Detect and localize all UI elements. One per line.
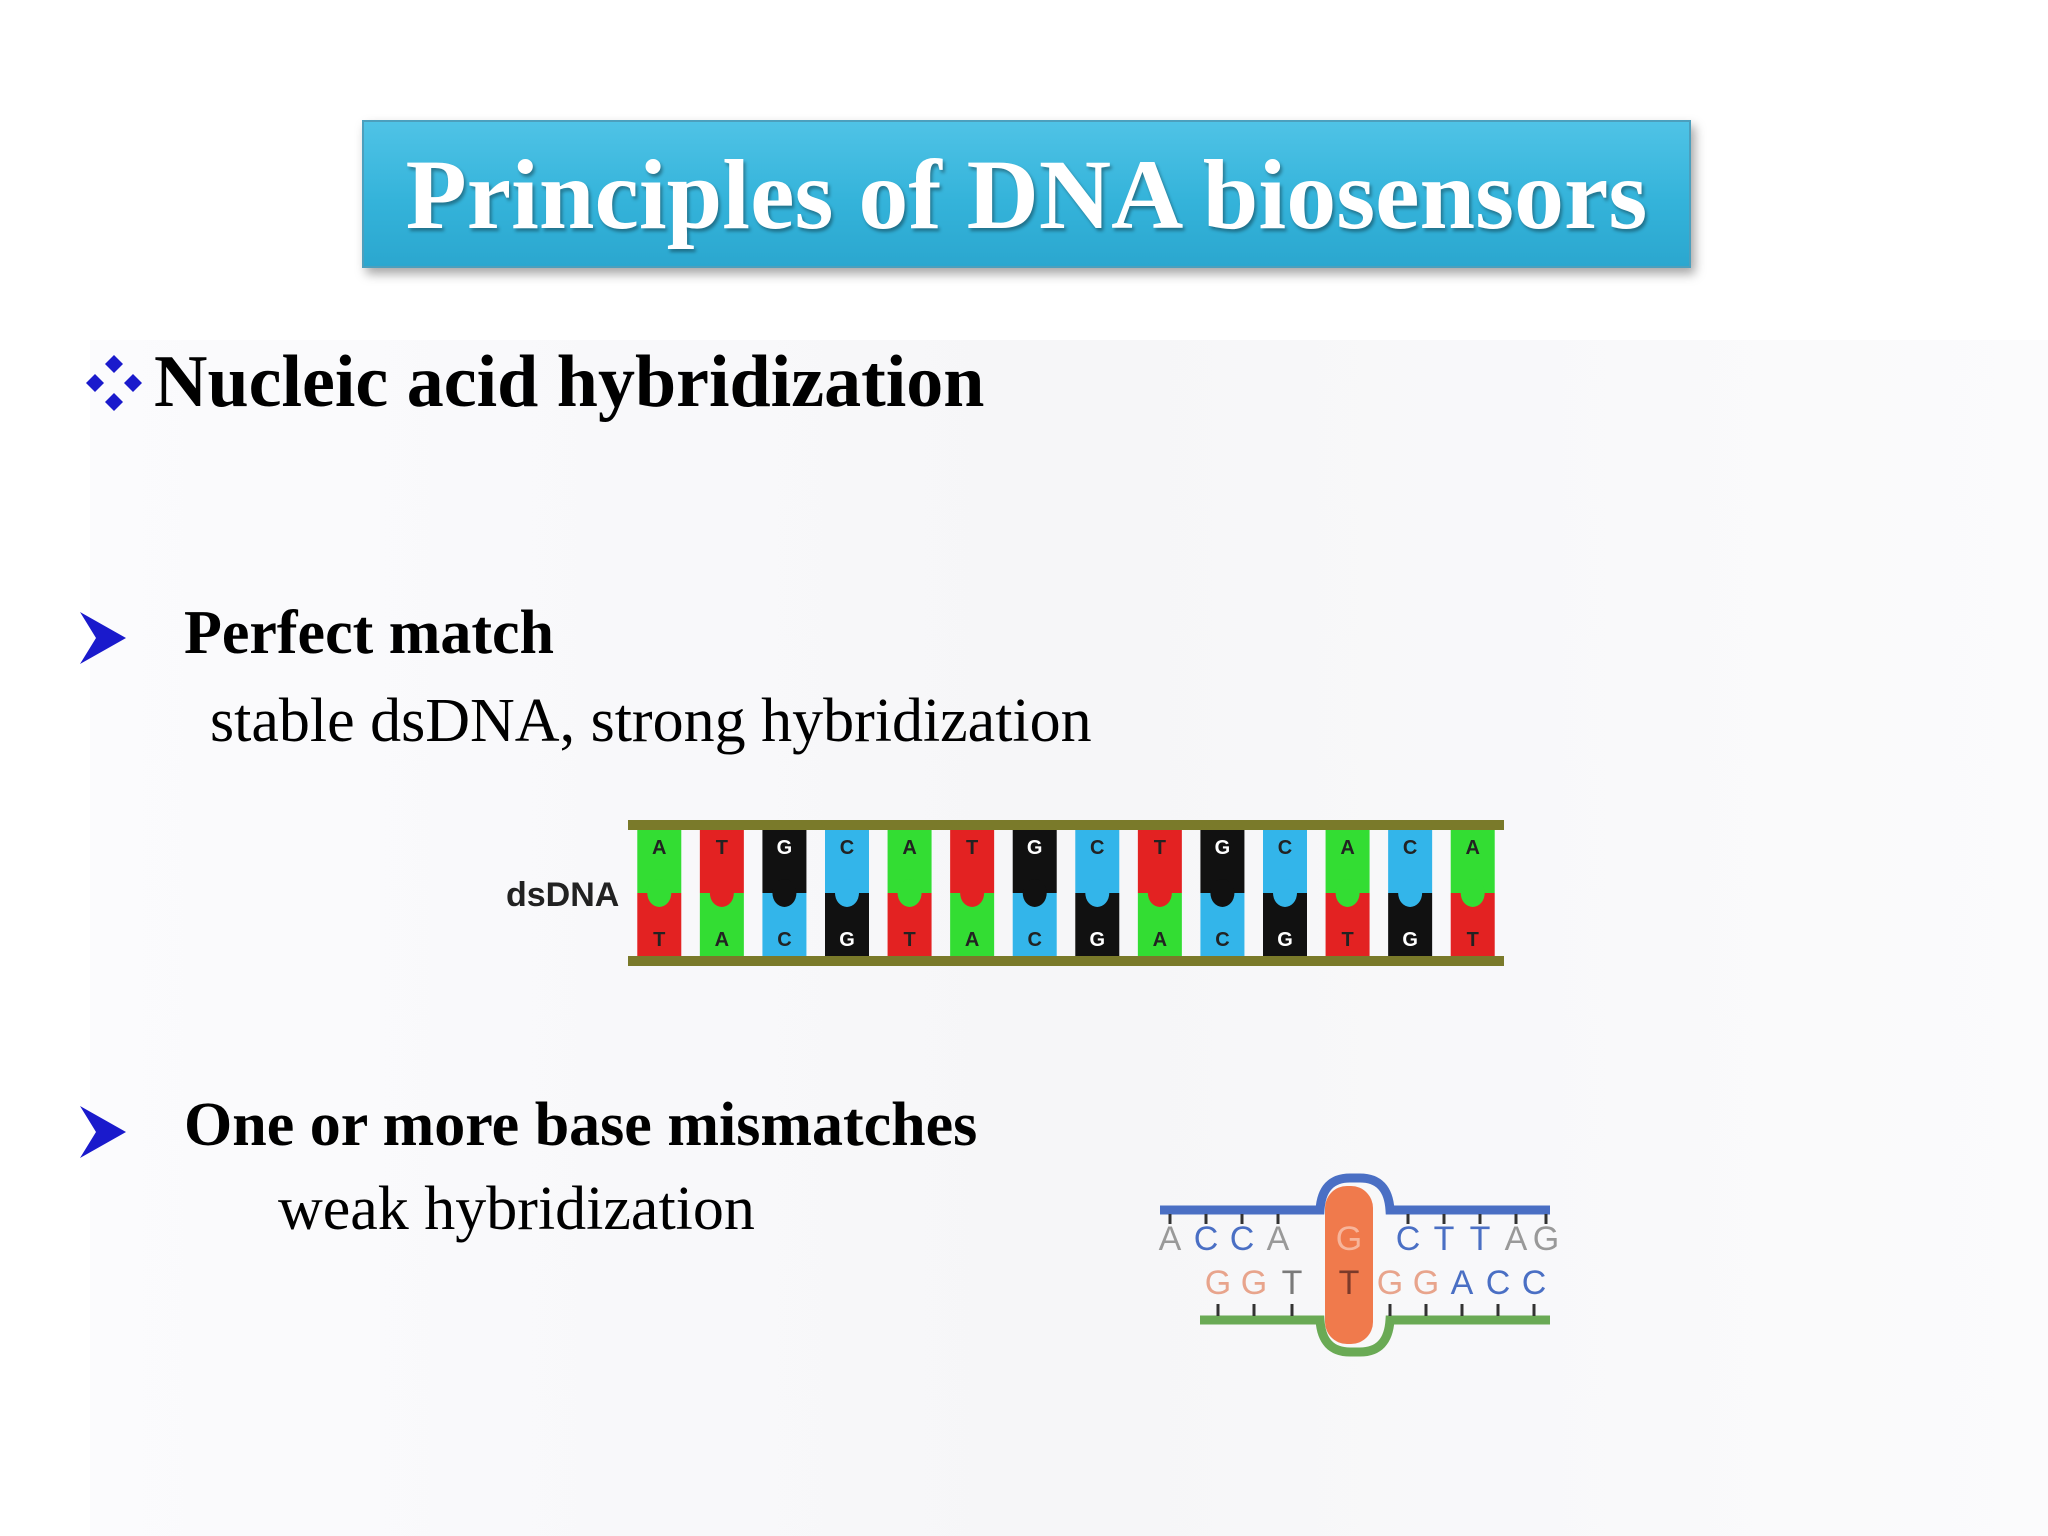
mismatch-top-letter-7: T — [1470, 1220, 1491, 1258]
base-letter-top-6: G — [1027, 837, 1043, 859]
base-letter-bottom-1: A — [715, 929, 729, 951]
mismatch-bottom-letter-2: T — [1282, 1264, 1303, 1302]
mismatch-top-letter-4: G — [1336, 1220, 1362, 1258]
base-pair-notch-4 — [897, 879, 922, 907]
arrowhead-icon — [80, 612, 126, 664]
dsdna-label: dsDNA — [506, 876, 620, 914]
base-letter-top-8: T — [1154, 837, 1166, 859]
base-pair-notch-7 — [1085, 879, 1110, 907]
heading-row: Nucleic acid hybridization — [78, 340, 984, 425]
base-pair-notch-11 — [1335, 879, 1360, 907]
top-backbone — [628, 820, 1504, 830]
base-letter-top-12: C — [1403, 837, 1417, 859]
title-banner: Principles of DNA biosensors — [362, 120, 1691, 268]
base-letter-top-11: A — [1340, 837, 1354, 859]
base-letter-top-0: A — [652, 837, 666, 859]
base-letter-top-10: C — [1278, 837, 1292, 859]
base-letter-bottom-0: T — [653, 929, 665, 951]
base-letter-top-13: A — [1465, 837, 1479, 859]
base-pairs: A T T A G C C G A T T A G C C G T A G C C G A T C G A T — [637, 830, 1495, 956]
base-letter-top-1: T — [716, 837, 728, 859]
strand-ticks — [1168, 1214, 1548, 1316]
base-pair-notch-8 — [1147, 879, 1172, 907]
base-pair-notch-3 — [835, 879, 859, 907]
mismatch-bottom-letter-6: A — [1451, 1264, 1474, 1302]
bottom-backbone — [628, 956, 1504, 966]
base-pair-notch-12 — [1398, 879, 1423, 907]
bullet-title-mismatch: One or more base mismatches — [184, 1091, 978, 1159]
base-pair-notch-5 — [960, 879, 985, 907]
section-heading: Nucleic acid hybridization — [154, 341, 985, 423]
mismatch-bottom-letter-8: C — [1522, 1264, 1547, 1302]
bullet-title-perfect-match: Perfect match — [184, 599, 555, 667]
mismatch-bottom-letter-5: G — [1413, 1264, 1439, 1302]
mismatch-top-letter-2: C — [1230, 1220, 1255, 1258]
base-letter-bottom-6: C — [1027, 929, 1041, 951]
mismatch-top-letter-9: G — [1533, 1220, 1559, 1258]
base-letter-bottom-4: T — [903, 929, 915, 951]
base-pair-notch-2 — [772, 879, 797, 907]
mismatch-top-letter-0: A — [1159, 1220, 1182, 1258]
bullet-description-perfect-match: stable dsDNA, strong hybridization — [210, 687, 1092, 755]
base-letter-bottom-5: A — [965, 929, 979, 951]
base-letter-bottom-12: G — [1402, 929, 1418, 951]
base-letter-bottom-11: T — [1341, 929, 1353, 951]
base-letter-bottom-8: A — [1153, 929, 1167, 951]
base-letter-top-9: G — [1215, 837, 1231, 859]
mismatch-top-letter-5: C — [1396, 1220, 1421, 1258]
slide-title: Principles of DNA biosensors — [405, 138, 1648, 250]
base-letter-top-3: C — [840, 837, 854, 859]
mismatch-highlight — [1325, 1186, 1373, 1344]
base-pair-notch-9 — [1210, 879, 1235, 907]
base-pair-notch-1 — [709, 879, 734, 907]
mismatch-bottom-letter-3: T — [1339, 1264, 1360, 1302]
base-letter-bottom-3: G — [839, 929, 855, 951]
bullet-description-mismatch: weak hybridization — [278, 1175, 755, 1243]
base-letter-bottom-2: C — [777, 929, 791, 951]
mismatch-bottom-letter-0: G — [1205, 1264, 1231, 1302]
base-pair-notch-0 — [647, 879, 672, 907]
base-pair-notch-13 — [1460, 879, 1485, 907]
bottom-strand-backbone — [1200, 1315, 1550, 1357]
base-letter-top-7: C — [1090, 837, 1104, 859]
base-letter-bottom-9: C — [1215, 929, 1229, 951]
mismatch-bottom-letter-1: G — [1241, 1264, 1267, 1302]
base-letter-top-2: G — [777, 837, 793, 859]
base-letter-bottom-7: G — [1090, 929, 1106, 951]
slide-background — [90, 340, 2048, 1536]
mismatch-top-letter-3: A — [1267, 1220, 1290, 1258]
dsdna-diagram: A T T A G C C G A T T A G C C G T A G C C G A T C G A T — [628, 820, 1504, 966]
mismatch-bottom-letter-4: G — [1377, 1264, 1403, 1302]
mismatch-top-letter-8: A — [1505, 1220, 1528, 1258]
base-pair-notch-6 — [1022, 879, 1047, 907]
mismatch-bottom-letter-7: C — [1486, 1264, 1511, 1302]
base-letter-bottom-13: T — [1467, 929, 1479, 951]
top-strand-backbone — [1160, 1173, 1550, 1215]
arrowhead-icon — [80, 1106, 126, 1158]
base-letter-top-4: A — [902, 837, 916, 859]
mismatch-top-letter-6: T — [1434, 1220, 1455, 1258]
base-letter-bottom-10: G — [1277, 929, 1293, 951]
base-letter-top-5: T — [966, 837, 978, 859]
mismatch-top-letter-1: C — [1194, 1220, 1219, 1258]
four-diamond-icon — [86, 354, 142, 411]
base-pair-notch-10 — [1273, 879, 1297, 907]
